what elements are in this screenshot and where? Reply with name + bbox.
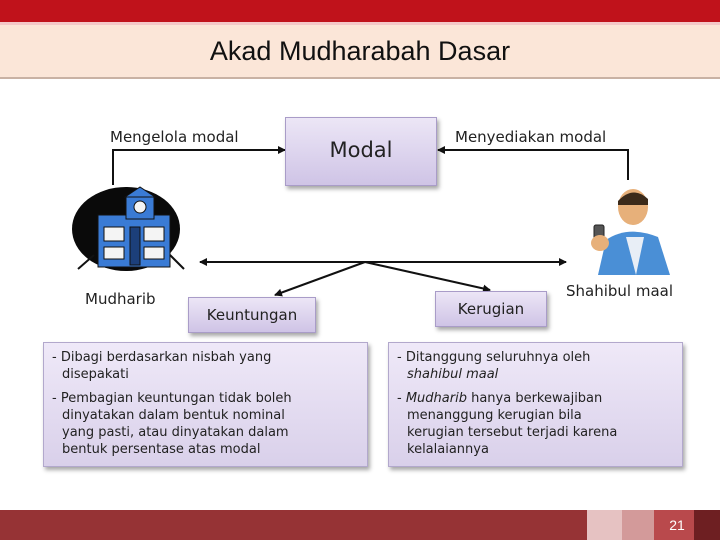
keuntungan-label: Keuntungan — [206, 306, 298, 324]
loss-note-2-line-4: kelalaiannya — [407, 442, 489, 457]
arrow-kerugian — [364, 261, 491, 293]
loss-note-item: - Ditanggung seluruhnya oleh shahibul ma… — [397, 349, 674, 383]
profit-note-item: - Dibagi berdasarkan nisbah yang disepak… — [52, 349, 359, 383]
loss-note-2-line-1: - Mudharib hanya berkewajiban — [397, 390, 674, 407]
label-menyediakan-modal: Menyediakan modal — [455, 128, 607, 146]
label-mengelola-modal: Mengelola modal — [110, 128, 239, 146]
profit-note-2-line-1: - Pembagian keuntungan tidak boleh — [52, 391, 292, 406]
loss-note-2-italic: Mudharib — [405, 391, 467, 406]
modal-label: Modal — [329, 138, 393, 162]
top-accent-edge — [0, 22, 720, 25]
arrow-mengelola — [112, 146, 286, 185]
loss-notes-box: - Ditanggung seluruhnya oleh shahibul ma… — [388, 342, 683, 467]
arrow-keuntungan — [274, 261, 366, 297]
footer-block-3 — [654, 510, 694, 540]
loss-note-2-prefix: - — [397, 391, 406, 406]
profit-note-2-line-4: bentuk persentase atas modal — [62, 442, 261, 457]
loss-note-item: - Mudharib hanya berkewajiban menanggung… — [397, 390, 674, 458]
arrow-menyediakan — [437, 146, 629, 180]
footer-block-4 — [694, 510, 720, 540]
profit-notes-box: - Dibagi berdasarkan nisbah yang disepak… — [43, 342, 368, 467]
kerugian-label: Kerugian — [457, 300, 525, 318]
page-number: 21 — [669, 517, 685, 533]
loss-note-2-line-3: kerugian tersebut terjadi karena — [407, 425, 618, 440]
profit-note-1-line-2: disepakati — [62, 367, 129, 382]
loss-note-2-rest: hanya berkewajiban — [466, 391, 603, 406]
title-band: Akad Mudharabah Dasar — [0, 25, 720, 79]
slide-title: Akad Mudharabah Dasar — [209, 36, 511, 66]
footer-bar: 21 — [0, 510, 720, 540]
label-shahibul-maal: Shahibul maal — [566, 282, 674, 300]
keuntungan-box: Keuntungan — [188, 297, 316, 333]
loss-note-1-line-1: - Ditanggung seluruhnya oleh — [397, 350, 591, 365]
label-mudharib: Mudharib — [85, 290, 156, 308]
loss-note-1-line-2: shahibul maal — [407, 367, 499, 382]
loss-note-2-line-2: menanggung kerugian bila — [407, 408, 582, 423]
footer-block-1 — [587, 510, 622, 540]
building-icon — [72, 186, 185, 271]
modal-box: Modal — [285, 117, 437, 186]
profit-note-2-line-3: yang pasti, atau dinyatakan dalam — [62, 425, 289, 440]
top-accent-bar — [0, 0, 720, 22]
kerugian-box: Kerugian — [435, 291, 547, 327]
footer-block-2 — [622, 510, 654, 540]
profit-note-1-line-1: - Dibagi berdasarkan nisbah yang — [52, 350, 272, 365]
profit-note-item: - Pembagian keuntungan tidak boleh dinya… — [52, 390, 359, 458]
businessman-phone-icon — [578, 189, 673, 275]
profit-note-2-line-2: dinyatakan dalam bentuk nominal — [62, 408, 285, 423]
